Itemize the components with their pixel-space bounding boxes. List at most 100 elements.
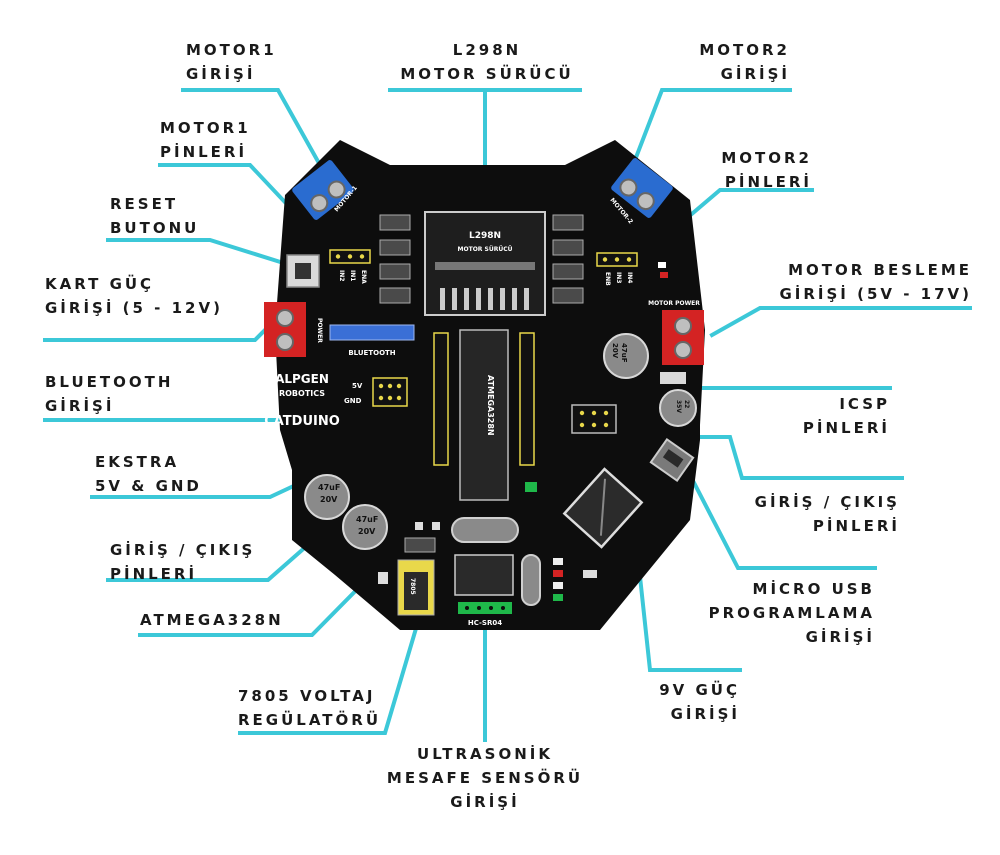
led-indicator-red bbox=[660, 272, 668, 278]
label-line: PİNLERİ bbox=[160, 143, 248, 161]
motor2-pin-enb: ENB bbox=[604, 272, 611, 286]
motor1-pin-in2: IN2 bbox=[338, 270, 345, 281]
smd-small-5 bbox=[583, 570, 597, 578]
smd-small-2 bbox=[415, 522, 423, 530]
label-line: MESAFE SENSÖRÜ bbox=[386, 769, 584, 787]
motor-power-silk: MOTOR POWER bbox=[648, 300, 700, 307]
regulator-7805 bbox=[397, 559, 435, 616]
capacitor-right bbox=[659, 389, 697, 427]
label-line: GİRİŞİ bbox=[720, 65, 790, 83]
leader-motor1-input bbox=[181, 88, 323, 168]
reset-button bbox=[286, 254, 320, 288]
led-green-2 bbox=[553, 594, 563, 601]
label-regulator: 7805 VOLTAJ REGÜLATÖRÜ bbox=[238, 684, 381, 732]
label-bluetooth: BLUETOOTH GİRİŞİ bbox=[45, 370, 173, 418]
extra-5v-gnd-header bbox=[372, 377, 408, 407]
label-line: GİRİŞİ (5V - 17V) bbox=[779, 285, 972, 303]
label-atmega: ATMEGA328N bbox=[140, 608, 284, 632]
smd-small-1 bbox=[404, 537, 436, 553]
cap-top-right-value: 47uF bbox=[620, 343, 628, 363]
dc-jack-9v bbox=[562, 467, 644, 549]
diodes-right bbox=[552, 214, 584, 304]
label-line: 5V & GND bbox=[95, 477, 202, 495]
label-board-power: KART GÜÇ GİRİŞİ (5 - 12V) bbox=[45, 272, 223, 320]
label-line: MOTOR2 bbox=[721, 149, 812, 167]
atmega-chip bbox=[459, 329, 509, 501]
smd-ic bbox=[454, 554, 514, 596]
label-line: ICSP bbox=[839, 395, 890, 413]
label-line: L298N bbox=[452, 41, 522, 59]
label-line: MOTOR1 bbox=[160, 119, 251, 137]
label-line: MİCRO USB bbox=[752, 580, 875, 598]
smd-component bbox=[660, 372, 686, 384]
label-line: REGÜLATÖRÜ bbox=[238, 711, 382, 729]
brand-catduino: CATDUINO bbox=[264, 414, 340, 429]
capacitor-left-2 bbox=[342, 504, 388, 550]
cap-left-2-value: 47uF bbox=[356, 515, 378, 524]
cap-right-voltage: 35V bbox=[675, 400, 682, 413]
label-line: GİRİŞİ bbox=[186, 65, 256, 83]
leader-reset bbox=[106, 238, 293, 268]
label-reset: RESET BUTONU bbox=[110, 192, 199, 240]
diodes-left bbox=[379, 214, 411, 304]
smd-small-3 bbox=[432, 522, 440, 530]
io-header-right bbox=[519, 332, 535, 466]
label-line: 7805 VOLTAJ bbox=[238, 687, 376, 705]
label-line: BUTONU bbox=[110, 219, 200, 237]
motor2-pin-in4: IN4 bbox=[626, 272, 633, 283]
power-silk: POWER bbox=[316, 318, 323, 343]
atmega-chip-text: ATMEGA328N bbox=[486, 375, 495, 436]
label-line: MOTOR SÜRÜCÜ bbox=[400, 65, 574, 83]
l298n-chip-subtext: MOTOR SÜRÜCÜ bbox=[458, 246, 513, 253]
motor2-pin-header bbox=[596, 252, 638, 267]
cap-left-2-voltage: 20V bbox=[358, 527, 376, 536]
l298n-chip-text: L298N bbox=[469, 231, 501, 241]
label-line: PROGRAMLAMA bbox=[708, 604, 875, 622]
hcsr04-header bbox=[458, 602, 512, 614]
leader-regulator bbox=[238, 612, 423, 735]
label-l298n: L298N MOTOR SÜRÜCÜ bbox=[392, 38, 582, 86]
led-white bbox=[553, 558, 563, 565]
label-line: KART GÜÇ bbox=[45, 275, 155, 293]
polarity-minus: - bbox=[708, 320, 712, 331]
label-motor-supply: MOTOR BESLEME GİRİŞİ (5V - 17V) bbox=[740, 258, 972, 306]
label-line: GİRİŞİ bbox=[670, 705, 740, 723]
board-power-terminal bbox=[264, 302, 306, 357]
smd-small-4 bbox=[378, 572, 388, 584]
label-icsp: ICSP PİNLERİ bbox=[760, 392, 890, 440]
l298n-chip bbox=[424, 211, 546, 316]
bluetooth-header bbox=[329, 324, 415, 341]
leader-usb bbox=[687, 472, 877, 570]
cap-right-value: 22 bbox=[683, 400, 690, 408]
label-extra: EKSTRA 5V & GND bbox=[95, 450, 202, 498]
brand-robotics: ROBOTICS bbox=[279, 389, 325, 398]
led-green bbox=[525, 482, 537, 492]
label-line: PİNLERİ bbox=[802, 419, 890, 437]
label-line: PİNLERİ bbox=[724, 173, 812, 191]
polarity-plus: + bbox=[708, 344, 716, 355]
label-line: GİRİŞİ (5 - 12V) bbox=[45, 299, 223, 317]
label-motor1-pins: MOTOR1 PİNLERİ bbox=[160, 116, 251, 164]
label-ultrasonic: ULTRASONİK MESAFE SENSÖRÜ GİRİŞİ bbox=[370, 742, 600, 814]
pin-5v-silk: 5V bbox=[352, 382, 363, 390]
label-line: PİNLERİ bbox=[812, 517, 900, 535]
capacitor-left-1 bbox=[304, 474, 350, 520]
icsp-header bbox=[571, 404, 617, 434]
label-motor2-input: MOTOR2 GİRİŞİ bbox=[650, 38, 790, 86]
regulator-chip-text: 7805 bbox=[409, 578, 416, 595]
motor-power-terminal bbox=[662, 310, 704, 365]
bluetooth-silk: BLUETOOTH bbox=[348, 349, 395, 357]
leader-motor-supply bbox=[709, 306, 972, 338]
led-indicator bbox=[658, 262, 666, 268]
led-red bbox=[553, 570, 563, 577]
crystal bbox=[451, 517, 519, 543]
label-line: GİRİŞİ bbox=[45, 397, 115, 415]
io-header-left bbox=[433, 332, 449, 466]
leader-board-power bbox=[43, 327, 268, 342]
led-white-2 bbox=[553, 582, 563, 589]
brand-alpgen: ALPGEN bbox=[275, 372, 329, 386]
cap-left-1-voltage: 20V bbox=[320, 495, 338, 504]
cap-top-right-voltage: 20V bbox=[611, 343, 619, 359]
motor1-terminal bbox=[292, 160, 354, 220]
label-line: MOTOR2 bbox=[699, 41, 790, 59]
